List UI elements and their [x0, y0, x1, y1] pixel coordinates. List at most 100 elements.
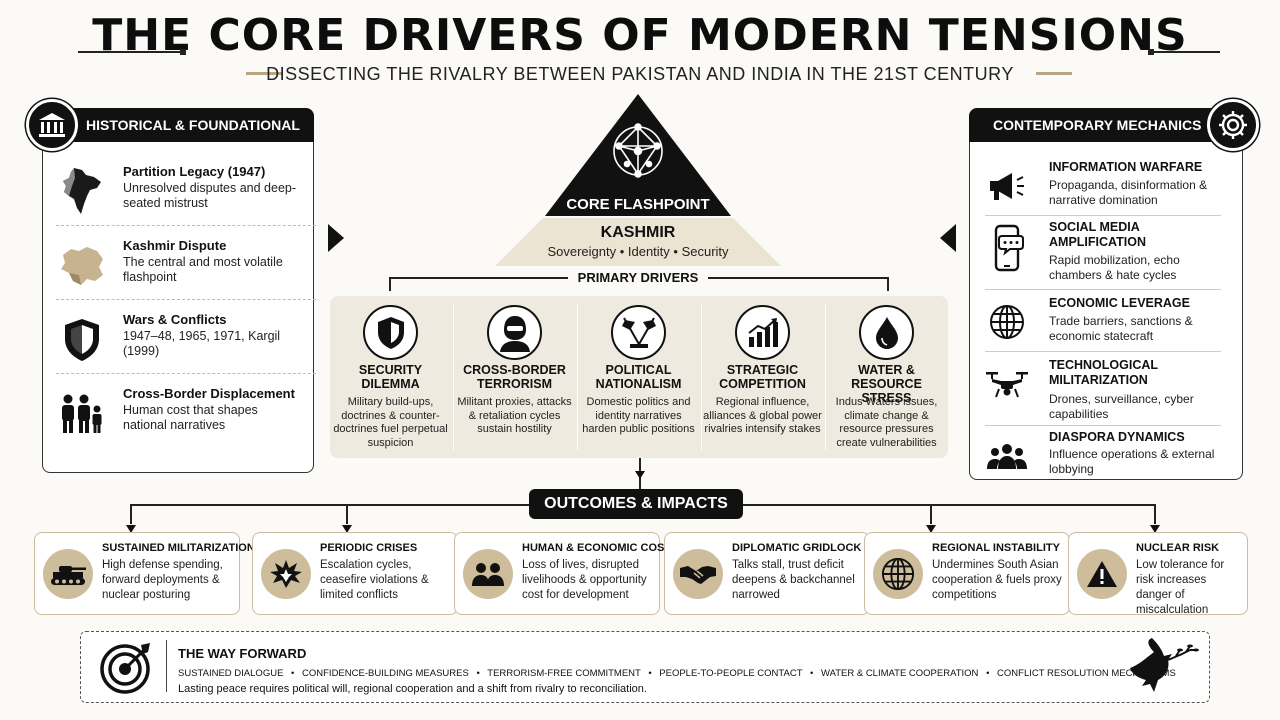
contemporary-panel [969, 110, 1243, 480]
target-icon [99, 642, 153, 699]
title-rule-dot-left [180, 49, 186, 55]
way-forward-point: SUSTAINED DIALOGUE [178, 668, 284, 679]
primary-drivers-label: PRIMARY DRIVERS [568, 270, 708, 285]
contemporary-item-title: DIASPORA DYNAMICS [1049, 430, 1185, 444]
globe-icon [873, 549, 923, 599]
way-forward-point: PEOPLE-TO-PEOPLE CONTACT [659, 668, 803, 679]
outcome-desc: Talks stall, trust deficit deepens & bac… [732, 559, 855, 601]
driver-divider [577, 304, 578, 450]
driver-title: CROSS-BORDER TERRORISM [463, 363, 566, 391]
title-rule-left [78, 51, 182, 53]
outcome-card: NUCLEAR RISK Low tolerance for risk incr… [1068, 532, 1248, 616]
handshake-icon [673, 549, 723, 599]
drone-icon [985, 362, 1029, 406]
arrow-left-icon [940, 224, 956, 257]
historical-item-title: Wars & Conflicts [123, 312, 227, 327]
arrow-right-icon [328, 224, 344, 257]
core-tags: Sovereignty • Identity • Security [547, 244, 729, 259]
outcome-card: SUSTAINED MILITARIZATION High defense sp… [34, 532, 255, 615]
rising-chart-icon [735, 305, 790, 360]
way-forward-point: TERRORISM-FREE COMMITMENT [487, 668, 641, 679]
driver-title: POLITICAL NATIONALISM [595, 363, 682, 391]
outcome-desc: High defense spending, forward deploymen… [102, 559, 223, 601]
outcome-card: REGIONAL INSTABILITY Undermines South As… [864, 532, 1070, 615]
megaphone-icon [985, 164, 1029, 208]
contemporary-item-title: INFORMATION WARFARE [1049, 160, 1203, 174]
outcome-desc: Low tolerance for risk increases danger … [1136, 559, 1225, 616]
outcomes-heading: OUTCOMES & IMPACTS [529, 489, 743, 519]
historical-item: Wars & Conflicts 1947–48, 1965, 1971, Ka… [56, 312, 316, 374]
shield-icon [56, 314, 108, 366]
crossed-flags-icon [611, 305, 666, 360]
driver-desc: Indus Waters issues, climate change & re… [835, 396, 938, 449]
contemporary-item-desc: Trade barriers, sanctions & economic sta… [1049, 314, 1193, 343]
driver-card: CROSS-BORDER TERRORISM Militant proxies,… [454, 296, 575, 458]
separator: • [476, 668, 480, 679]
driver-desc: Militant proxies, attacks & retaliation … [457, 396, 572, 435]
people-group-icon [985, 434, 1029, 478]
contemporary-item-title: SOCIAL MEDIA AMPLIFICATION [1049, 220, 1146, 249]
historical-item-desc: 1947–48, 1965, 1971, Kargil (1999) [123, 329, 281, 358]
way-forward-point: CONFLICT RESOLUTION MECHANISMS [997, 668, 1176, 679]
driver-divider [453, 304, 454, 450]
separator: • [291, 668, 295, 679]
outcome-desc: Escalation cycles, ceasefire violations … [320, 559, 429, 601]
arrow-down-icon [342, 520, 352, 538]
driver-desc: Regional influence, alliances & global p… [703, 396, 822, 435]
tank-icon [43, 549, 93, 599]
historical-list: Partition Legacy (1947) Unresolved dispu… [42, 160, 332, 460]
driver-card: POLITICAL NATIONALISM Domestic politics … [578, 296, 699, 458]
shield-icon [363, 305, 418, 360]
core-name: KASHMIR [600, 224, 676, 241]
contemporary-item-desc: Drones, surveillance, cyber capabilities [1049, 392, 1194, 421]
subtitle-rule-left [246, 72, 282, 75]
contemporary-item: SOCIAL MEDIA AMPLIFICATION Rapid mobiliz… [985, 220, 1221, 290]
outcome-title: NUCLEAR RISK [1136, 542, 1220, 554]
contemporary-item: DIASPORA DYNAMICS Influence operations &… [985, 430, 1221, 478]
drivers-connector [389, 277, 391, 291]
outcome-desc: Undermines South Asian cooperation & fue… [932, 559, 1062, 601]
historical-item: Partition Legacy (1947) Unresolved dispu… [56, 164, 316, 226]
way-forward-point: WATER & CLIMATE COOPERATION [820, 668, 979, 679]
historical-item-title: Cross-Border Displacement [123, 386, 295, 401]
drivers-panel: SECURITY DILEMMA Military build-ups, doc… [330, 296, 948, 458]
dove-icon [1124, 638, 1200, 699]
historical-item-desc: The central and most volatile flashpoint [123, 255, 283, 284]
drivers-connector [887, 277, 889, 291]
separator: • [648, 668, 652, 679]
contemporary-heading: CONTEMPORARY MECHANICS [969, 108, 1243, 142]
water-drop-icon [859, 305, 914, 360]
separator: • [809, 668, 814, 679]
contemporary-item-title: TECHNOLOGICAL MILITARIZATION [1049, 358, 1158, 387]
historical-heading: HISTORICAL & FOUNDATIONAL CONTEXT [42, 108, 314, 167]
explosion-icon [261, 549, 311, 599]
gear-icon [1207, 99, 1259, 151]
outcome-title: SUSTAINED MILITARIZATION [102, 542, 255, 554]
arrow-down-icon [635, 466, 645, 484]
driver-desc: Domestic politics and identity narrative… [582, 396, 695, 435]
driver-card: SECURITY DILEMMA Military build-ups, doc… [330, 296, 451, 458]
contemporary-item: ECONOMIC LEVERAGE Trade barriers, sancti… [985, 296, 1221, 352]
outcome-title: DIPLOMATIC GRIDLOCK [732, 542, 862, 554]
way-forward-panel: THE WAY FORWARD SUSTAINED DIALOGUE • CON… [80, 631, 1210, 703]
globe-icon [985, 300, 1029, 344]
core-label: CORE FLASHPOINT [566, 196, 710, 213]
historical-item-title: Kashmir Dispute [123, 238, 227, 253]
way-forward-point: CONFIDENCE-BUILDING MEASURES [302, 668, 469, 679]
family-icon [56, 388, 108, 440]
outcome-title: PERIODIC CRISES [320, 542, 418, 554]
subtitle-rule-right [1036, 72, 1072, 75]
driver-title: STRATEGIC COMPETITION [719, 363, 806, 391]
driver-title: WATER & RESOURCE STRESS [851, 363, 922, 405]
way-forward-heading: THE WAY FORWARD [178, 646, 307, 661]
outcome-desc: Loss of lives, disrupted livelihoods & o… [522, 559, 647, 601]
historical-item: Kashmir Dispute The central and most vol… [56, 238, 316, 300]
historical-item-desc: Human cost that shapes national narrativ… [123, 403, 258, 432]
outcomes-connector [346, 504, 348, 524]
historical-item: Cross-Border Displacement Human cost tha… [56, 386, 316, 448]
outcome-card: PERIODIC CRISES Escalation cycles, cease… [252, 532, 458, 615]
page-subtitle: DISSECTING THE RIVALRY BETWEEN PAKISTAN … [266, 64, 1014, 84]
driver-card: WATER & RESOURCE STRESS Indus Waters iss… [826, 296, 947, 458]
way-forward-points: SUSTAINED DIALOGUE • CONFIDENCE-BUILDING… [178, 668, 1176, 679]
contemporary-item-title: ECONOMIC LEVERAGE [1049, 296, 1190, 310]
